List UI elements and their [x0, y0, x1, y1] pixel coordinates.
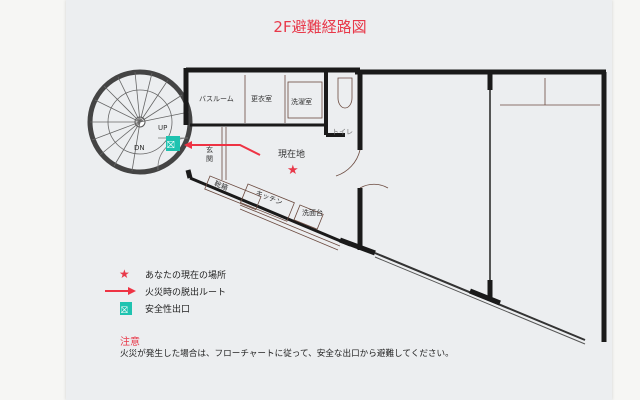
- note-text: 火災が発生した場合は、フローチャートに従って、安全な出口から避難してください。: [120, 349, 454, 359]
- current-location-star-icon: ★: [287, 163, 299, 178]
- legend-exit: 安全性出口: [145, 305, 191, 315]
- room-bathroom: バスルーム: [199, 95, 234, 103]
- legend-current-location: あなたの現在の場所: [145, 271, 227, 281]
- star-icon: ★: [119, 267, 130, 281]
- stairs-up-label: UP: [158, 124, 167, 132]
- inner-partitions: [204, 75, 600, 251]
- svg-text:⛝: ⛝: [167, 140, 175, 151]
- current-location-label: 現在地: [278, 150, 306, 160]
- legend-escape-route: 火災時の脱出ルート: [145, 288, 227, 298]
- svg-text:⛝: ⛝: [121, 306, 128, 316]
- room-dressing: 更衣室: [251, 95, 272, 103]
- washstand: 洗面台: [302, 209, 323, 217]
- note-heading: 注意: [120, 337, 140, 348]
- evacuation-sign: [66, 0, 612, 400]
- map-title: 2F避難経路図: [273, 18, 367, 36]
- emergency-exit-icon: ⛝: [120, 302, 132, 316]
- stairs-down-label: DN: [134, 144, 145, 152]
- exterior-walls: [183, 67, 607, 345]
- emergency-exit-icon: ⛝: [166, 136, 180, 151]
- room-toilet: トイレ: [332, 128, 353, 136]
- room-entrance: 玄関: [206, 146, 213, 163]
- arrow-right-icon: [105, 287, 136, 295]
- spiral-stairs: [87, 69, 193, 175]
- room-laundry: 洗濯室: [291, 98, 312, 106]
- evacuation-route-arrow: [184, 141, 261, 156]
